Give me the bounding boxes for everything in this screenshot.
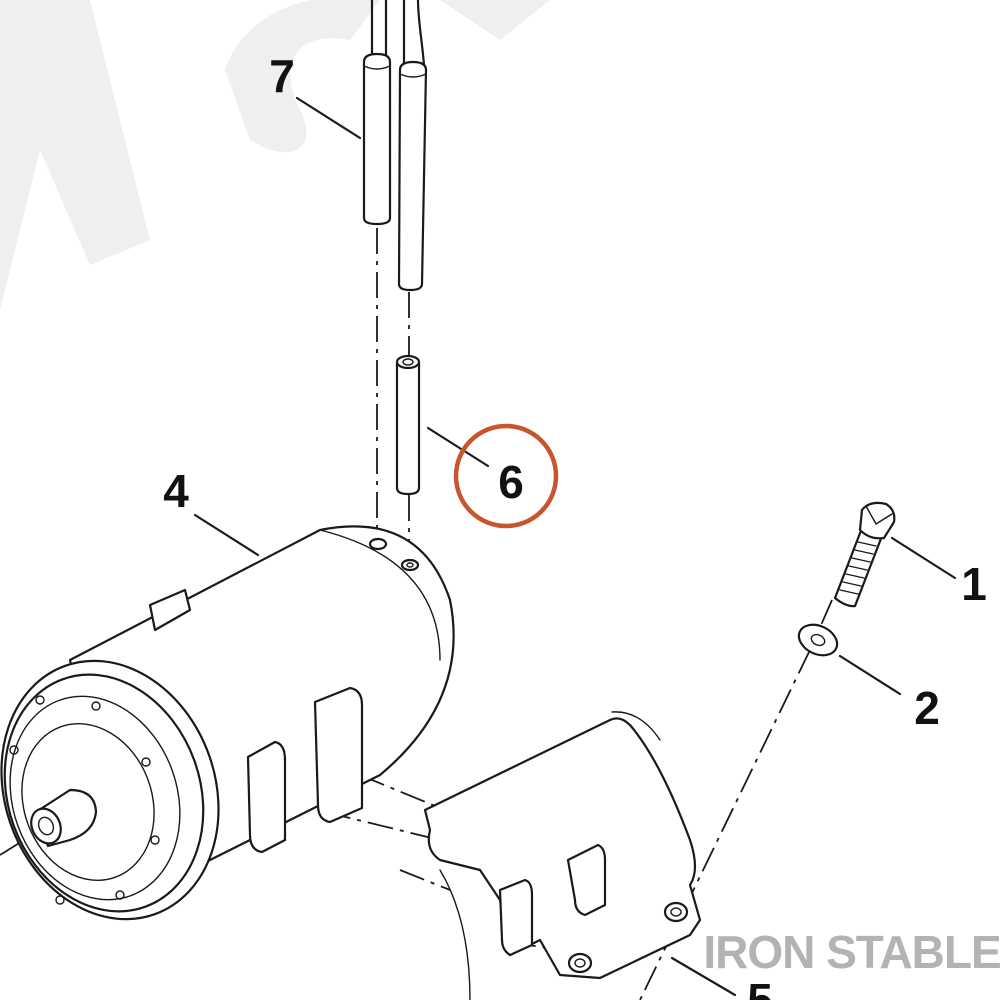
highlight-circle — [453, 423, 559, 529]
lead-wires-icon — [362, 0, 428, 292]
callout-6: 6 — [498, 456, 524, 508]
callout-7: 7 — [269, 50, 295, 102]
hex-bolt-icon — [833, 501, 896, 608]
leader-lines — [193, 96, 957, 997]
motor-shaft — [30, 788, 98, 848]
motor-face-bolts — [9, 695, 160, 905]
flat-washer-icon — [797, 623, 839, 657]
watermark-background-logo — [0, 0, 550, 310]
electric-motor-icon — [0, 525, 455, 921]
callout-5: 5 — [747, 974, 773, 1000]
mounting-bracket-icon — [423, 711, 702, 1000]
callout-2: 2 — [914, 682, 940, 734]
callout-1: 1 — [961, 558, 987, 610]
watermark-text: IRON STABLE — [703, 926, 1000, 978]
callout-4: 4 — [163, 465, 189, 517]
terminal-studs — [368, 537, 420, 572]
insulating-sleeve-icon — [395, 354, 421, 496]
